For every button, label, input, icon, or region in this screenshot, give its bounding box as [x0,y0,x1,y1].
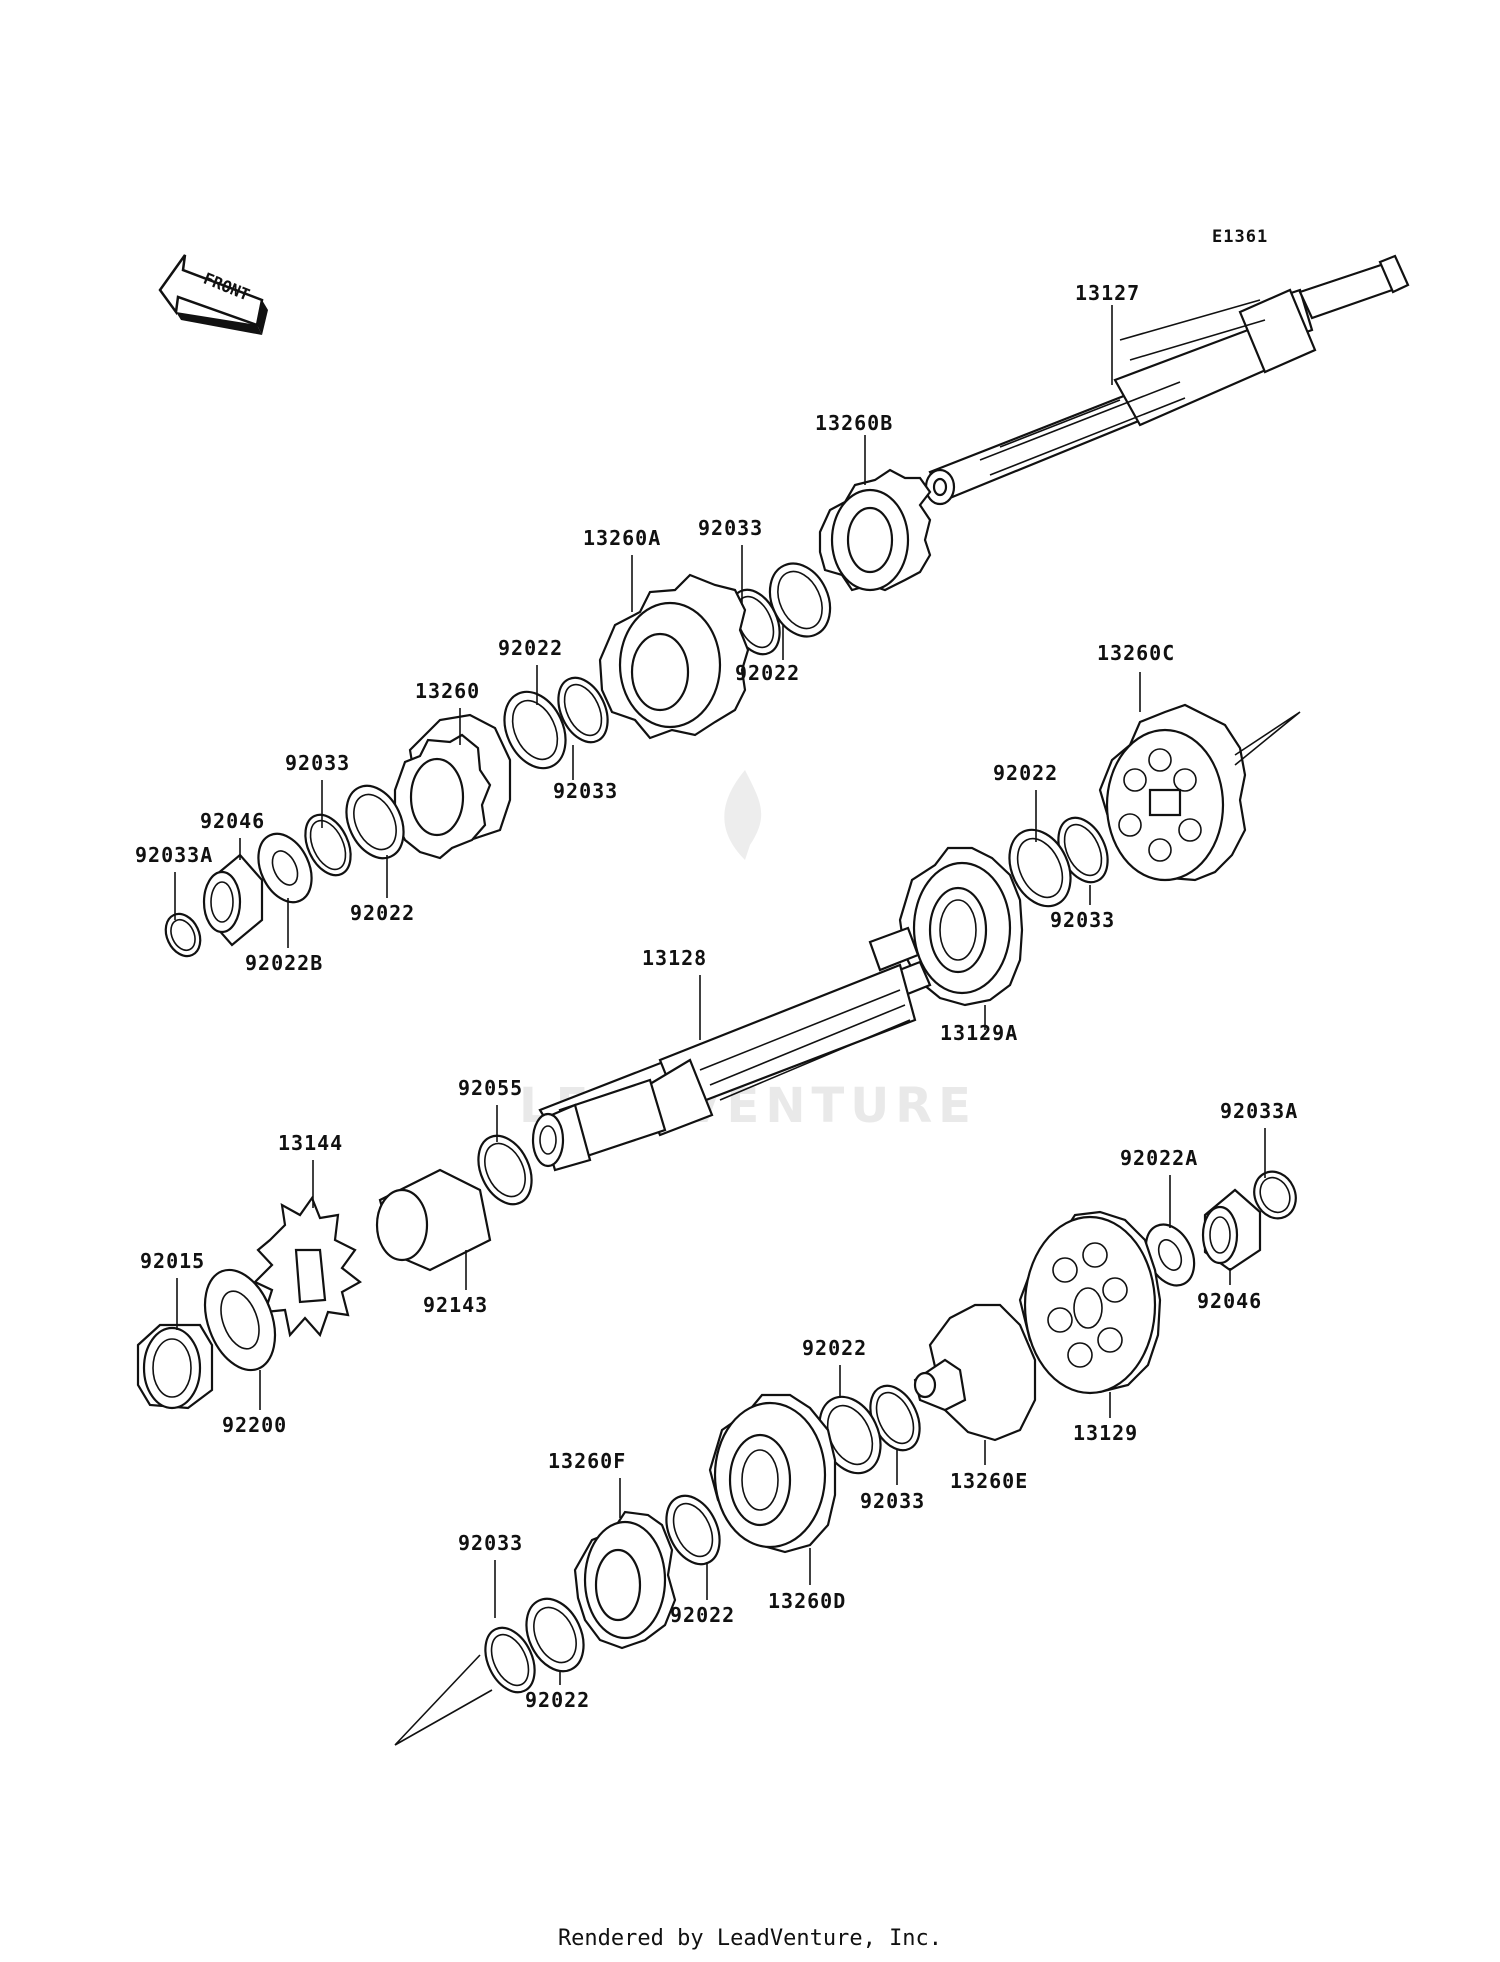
bearing-92046-upper [202,853,264,947]
label-92033: 92033 [860,1489,925,1513]
footer-credit: Rendered by LeadVenture, Inc. [557,1926,943,1951]
label-92055: 92055 [458,1076,523,1100]
gear-13129a [898,846,1024,1007]
label-92046: 92046 [1197,1289,1262,1313]
washer-92022b [257,832,313,904]
label-13127: 13127 [1075,281,1140,305]
label-13144: 13144 [278,1131,343,1155]
label-92033: 92033 [553,779,618,803]
part-labels: 13127 13260B 92033 13260A 92022 13260 92… [135,281,1298,1712]
label-13260e: 13260E [950,1469,1028,1493]
ring-92022-mid [503,690,567,770]
circlip-92033a-upper [164,912,202,958]
label-13129a: 13129A [940,1021,1018,1045]
nut-92015 [136,1323,214,1410]
gear-13260e [913,1303,1037,1442]
label-92033: 92033 [285,751,350,775]
gear-13260f [573,1510,677,1650]
ring-92022-lower-2 [665,1494,721,1566]
label-13260c: 13260C [1097,641,1175,665]
label-92022: 92022 [350,901,415,925]
label-13260d: 13260D [768,1589,846,1613]
label-13129: 13129 [1073,1421,1138,1445]
label-92022: 92022 [670,1603,735,1627]
label-92033: 92033 [1050,908,1115,932]
circlip-92033-bottom [394,1626,536,1746]
gear-13260a [598,573,750,740]
washer-92022a [1144,1223,1196,1287]
ring-92055 [477,1134,533,1206]
gear-13260b [818,468,932,592]
bearing-92046-lower [1201,1188,1262,1272]
label-92022b: 92022B [245,951,323,975]
label-13260b: 13260B [815,411,893,435]
circlip-92033-left [304,813,352,877]
label-92015: 92015 [140,1249,205,1273]
label-13260f: 13260F [548,1449,626,1473]
ring-92022-bottom [525,1597,585,1673]
label-92022: 92022 [498,636,563,660]
leader-lines [174,305,1266,1685]
circlip-92033-lower-mid [869,1384,921,1452]
ring-92022-left [345,784,405,860]
label-13260a: 13260A [583,526,661,550]
gear-13129 [1018,1210,1162,1395]
label-92033a: 92033A [1220,1099,1298,1123]
label-13128: 13128 [642,946,707,970]
sleeve-92143 [375,1168,492,1272]
ring-92022-right [1008,828,1072,908]
washer-92200 [203,1268,277,1372]
label-92033: 92033 [458,1531,523,1555]
sprocket-13144 [253,1195,362,1338]
label-92033: 92033 [698,516,763,540]
diagram-ref-code: E1361 [1212,227,1268,247]
gear-13260d [708,1393,837,1554]
gear-13260c [1098,703,1301,882]
label-92200: 92200 [222,1413,287,1437]
circlip-92033-mid [557,676,609,744]
shaft-13127 [924,254,1410,506]
label-92022a: 92022A [1120,1146,1198,1170]
label-92022: 92022 [993,761,1058,785]
label-92143: 92143 [423,1293,488,1317]
circlip-92033-right [1057,816,1109,884]
gear-13260 [393,713,512,860]
label-92022: 92022 [735,661,800,685]
label-92022: 92022 [802,1336,867,1360]
label-92033a: 92033A [135,843,213,867]
label-13260: 13260 [415,679,480,703]
label-92022: 92022 [525,1688,590,1712]
shaft-13128 [531,926,932,1172]
label-92046: 92046 [200,809,265,833]
front-arrow-icon: FRONT [158,254,268,335]
